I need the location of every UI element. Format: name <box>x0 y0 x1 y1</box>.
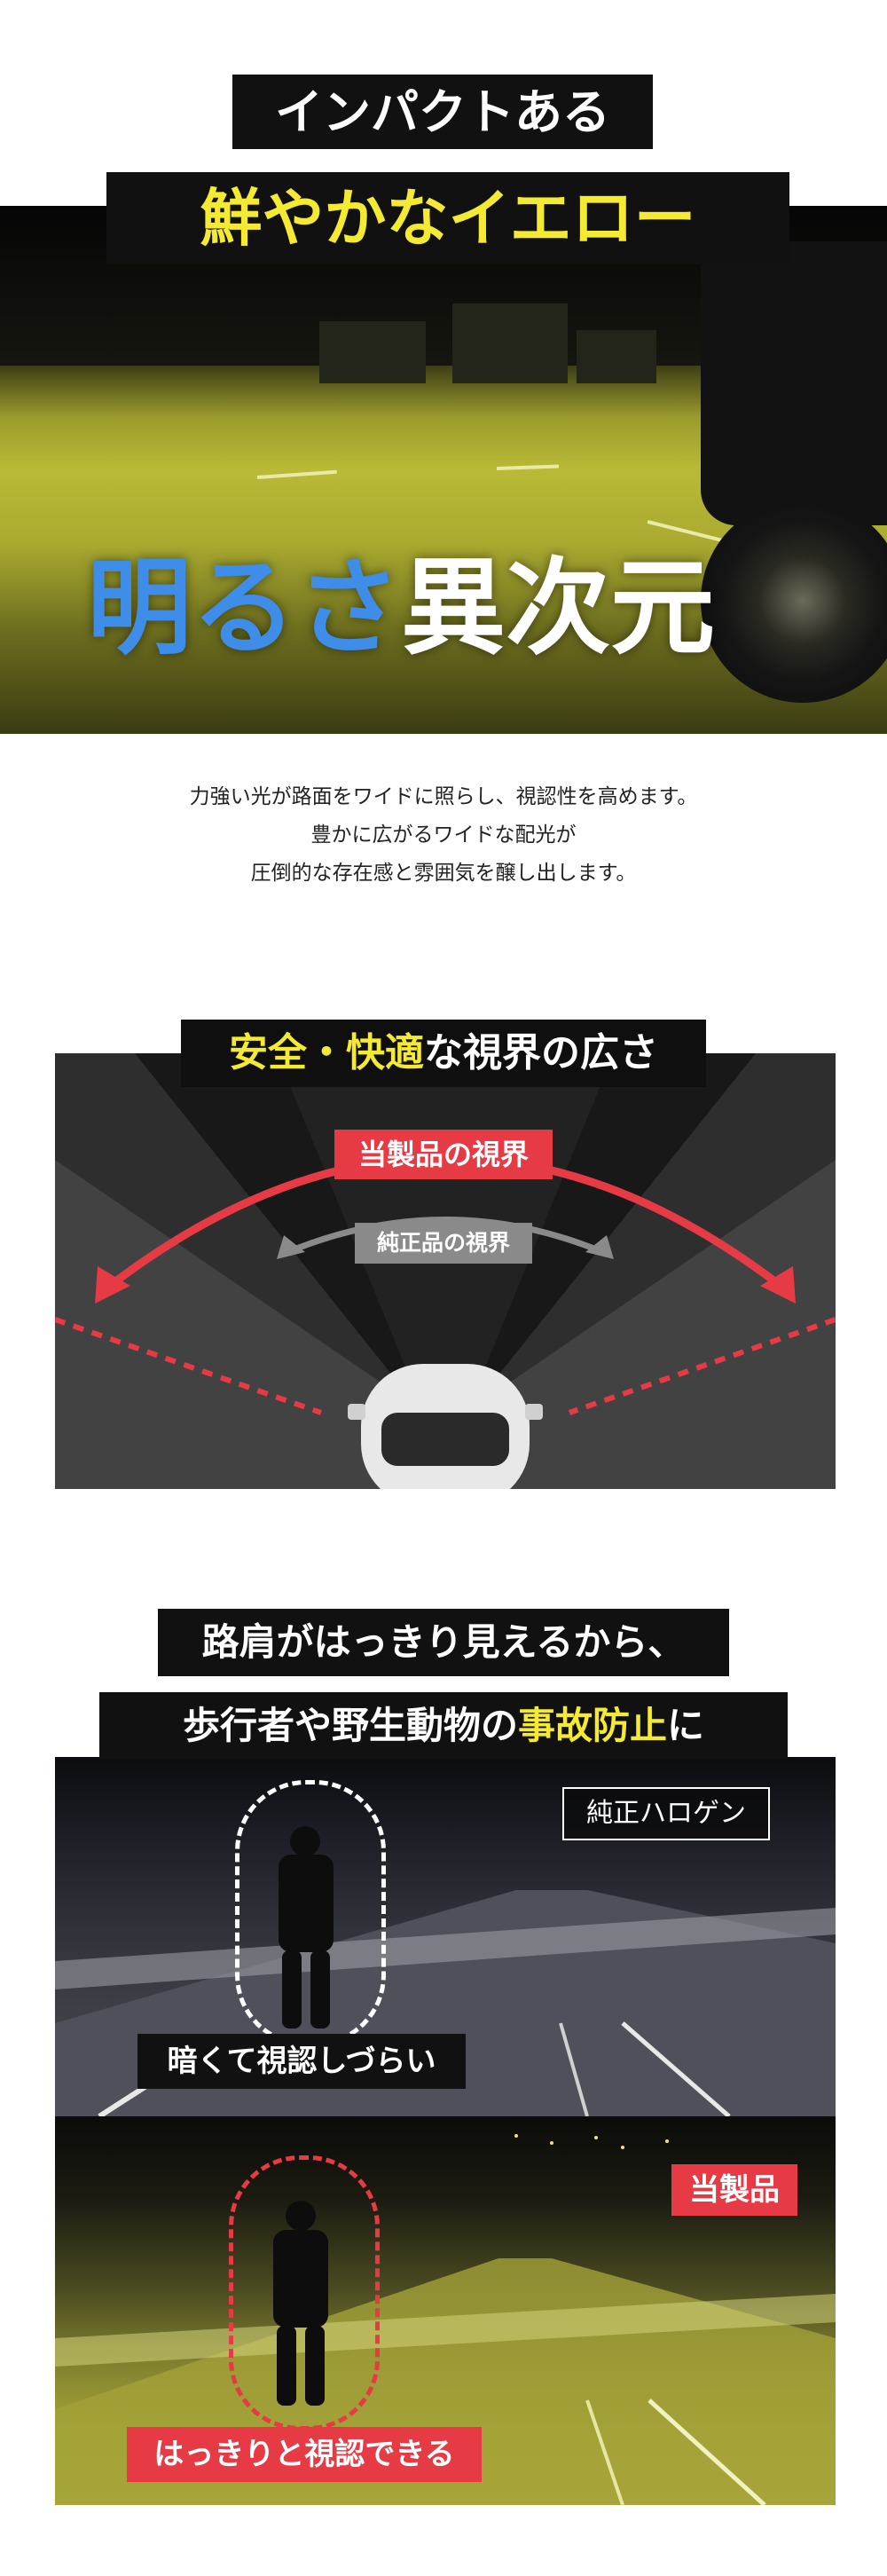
stock-runner-highlight <box>235 1780 386 2046</box>
fov-diagram-svg <box>55 1053 836 1489</box>
jeep-tire <box>701 499 887 703</box>
fov-title-rest: な視界の広さ <box>424 1030 658 1075</box>
fov-title: 安全・快適な視界の広さ <box>181 1020 706 1087</box>
stock-halogen-tag: 純正ハロゲン <box>562 1787 770 1840</box>
road-line <box>496 464 560 470</box>
jeep-silhouette <box>701 241 887 525</box>
road-title-highlight: 事故防止 <box>517 1704 667 1747</box>
our-caption: はっきりと視認できる <box>127 2427 482 2482</box>
road-title-suffix: に <box>667 1704 705 1747</box>
intro-line1: 力強い光が路面をワイドに照らし、視認性を高めます。 <box>189 785 698 808</box>
runner-body <box>279 1855 334 1952</box>
road-line <box>256 469 337 479</box>
fov-title-highlight: 安全・快適 <box>229 1030 424 1075</box>
brightness-headline: 明るさ異次元 <box>87 541 715 674</box>
hero-house <box>452 303 568 383</box>
brightness-headline-part2: 異次元 <box>401 546 716 669</box>
hero-title-line2: 鮮やかなイエロー <box>106 172 789 264</box>
intro-line2: 豊かに広がるワイドな配光が <box>310 823 577 847</box>
our-fov-badge: 当製品の視界 <box>334 1130 553 1179</box>
road-title-prefix: 歩行者や野生動物の <box>182 1704 518 1747</box>
our-runner-highlight <box>229 2155 380 2430</box>
intro-line3: 圧倒的な存在感と雰囲気を醸し出します。 <box>250 862 637 885</box>
our-product-tag: 当製品 <box>671 2164 797 2216</box>
stock-fov-badge: 純正品の視界 <box>355 1223 532 1264</box>
hero-title-line1: インパクトある <box>232 75 653 149</box>
fov-diagram <box>55 1053 836 1489</box>
runner-body <box>273 2230 328 2328</box>
road-title-line2: 歩行者や野生動物の事故防止に <box>99 1692 788 1760</box>
hero-house <box>577 330 656 383</box>
brightness-headline-part1: 明るさ <box>87 546 402 669</box>
hero-house <box>319 321 426 383</box>
stock-caption: 暗くて視認しづらい <box>137 2034 466 2089</box>
road-title-line1: 路肩がはっきり見えるから、 <box>158 1609 729 1676</box>
